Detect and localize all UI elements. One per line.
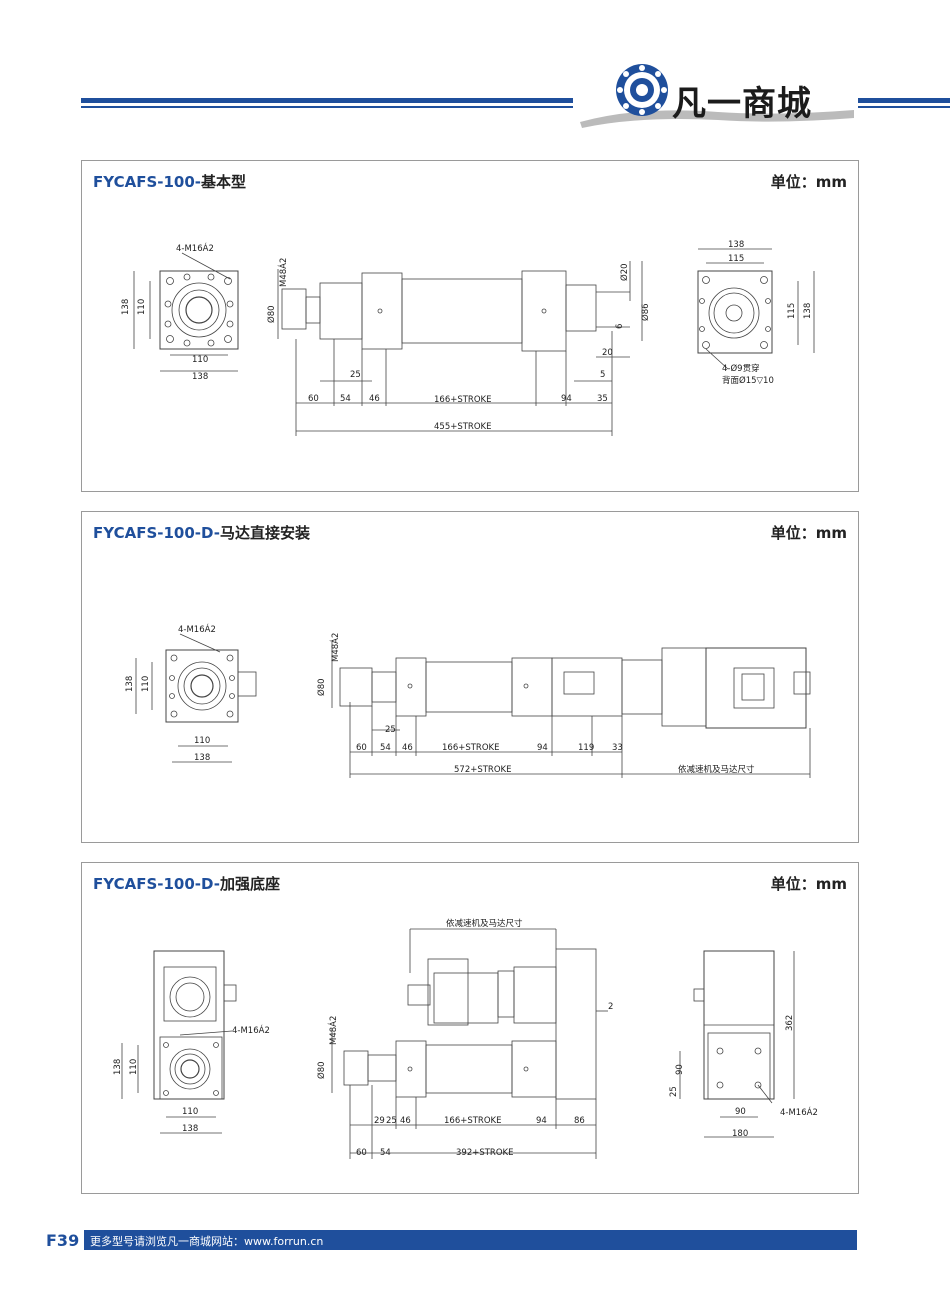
dim-60: 60 [356, 743, 367, 753]
dim-138-bottom: 138 [192, 372, 208, 382]
dim-138-vert: 138 [803, 303, 813, 319]
drawing-panel-motor-direct: 4-M16Á2 138 110 110 138 M48Á2 Ø80 25 60 … [81, 511, 859, 843]
drawing-reinforced-base: 4-M16Á2 138 110 110 138 依减速机及马达尺寸 2 M48Á… [113, 918, 818, 1159]
dim-5: 5 [600, 370, 605, 380]
dim-54: 54 [380, 1148, 391, 1158]
dim-2: 2 [608, 1002, 613, 1012]
dim-54: 54 [340, 394, 351, 404]
dim-94: 94 [536, 1116, 547, 1126]
dim-d86: Ø86 [640, 303, 651, 321]
dim-94: 94 [561, 394, 572, 404]
unit-label: 单位：mm [770, 524, 847, 542]
dim-m48: M48Á2 [277, 258, 289, 287]
page-number: F39 [46, 1231, 80, 1250]
dim-33: 33 [612, 743, 623, 753]
header-bar-left-thin [81, 106, 573, 108]
dim-thread: 4-M16Á2 [178, 623, 216, 635]
dim-110-bottom: 110 [194, 736, 210, 746]
unit-label: 单位：mm [770, 875, 847, 893]
dim-110-left: 110 [141, 676, 151, 692]
panel-title: FYCAFS-100-D-马达直接安装 [93, 524, 310, 542]
dim-110-left: 110 [137, 299, 147, 315]
dim-60: 60 [356, 1148, 367, 1158]
dim-motor-size: 依减速机及马达尺寸 [678, 764, 755, 775]
panel-title: FYCAFS-100-D-加强底座 [93, 875, 280, 893]
dim-d80: Ø80 [266, 305, 277, 323]
unit-label: 单位：mm [770, 173, 847, 191]
dim-166-stroke: 166+STROKE [442, 743, 499, 753]
dim-166-stroke: 166+STROKE [434, 395, 491, 405]
dim-20: 20 [602, 348, 613, 358]
dim-54: 54 [380, 743, 391, 753]
dim-119: 119 [578, 743, 594, 753]
panel-title: FYCAFS-100-基本型 [93, 173, 247, 191]
dim-110-bottom: 110 [182, 1107, 198, 1117]
dim-572-stroke: 572+STROKE [454, 765, 511, 775]
dim-25-vert: 25 [669, 1086, 679, 1097]
dim-d80: Ø80 [316, 678, 327, 696]
dim-90-vert: 90 [675, 1064, 685, 1075]
dim-392-stroke: 392+STROKE [456, 1148, 513, 1158]
dim-90-horz: 90 [735, 1107, 746, 1117]
footer-bar: 更多型号请浏览凡一商城网站：www.forrun.cn [84, 1230, 857, 1250]
dim-138-right: 138 [728, 240, 744, 250]
dim-motor-size: 依减速机及马达尺寸 [446, 918, 523, 929]
dim-138-bottom: 138 [194, 753, 210, 763]
dim-166-stroke: 166+STROKE [444, 1116, 501, 1126]
drawing-motor-direct: 4-M16Á2 138 110 110 138 M48Á2 Ø80 25 60 … [125, 623, 811, 778]
dim-m48: M48Á2 [329, 633, 341, 662]
dim-25: 25 [350, 370, 361, 380]
dim-138-left: 138 [125, 676, 135, 692]
dim-115-right: 115 [728, 254, 744, 264]
drawing-basic: 4-M16Á2 138 110 110 138 M48Á2 Ø80 25 60 … [121, 240, 815, 436]
dim-46: 46 [369, 394, 380, 404]
dim-25: 25 [386, 1116, 397, 1126]
dim-6: 6 [615, 324, 625, 329]
dim-362: 362 [785, 1015, 795, 1031]
hole-note-2: 背面Ø15▽10 [722, 375, 774, 386]
dim-115-vert: 115 [787, 303, 797, 319]
dim-110-bottom: 110 [192, 355, 208, 365]
dim-94: 94 [537, 743, 548, 753]
dim-86: 86 [574, 1116, 585, 1126]
dim-60: 60 [308, 394, 319, 404]
header-bar-right [858, 98, 950, 103]
drawing-panel-basic: 4-M16Á2 138 110 110 138 M48Á2 Ø80 25 60 … [81, 160, 859, 492]
footer-text: 更多型号请浏览凡一商城网站：www.forrun.cn [90, 1235, 324, 1248]
dim-29: 29 [374, 1116, 385, 1126]
header-bar-right-thin [858, 106, 950, 108]
dim-110-left: 110 [129, 1059, 139, 1075]
dim-35: 35 [597, 394, 608, 404]
dim-46: 46 [402, 743, 413, 753]
dim-d20: Ø20 [619, 263, 630, 281]
header-bar-left [81, 98, 573, 103]
dim-180: 180 [732, 1129, 748, 1139]
dim-thread: 4-M16Á2 [176, 242, 214, 254]
dim-46: 46 [400, 1116, 411, 1126]
brand-logo [580, 64, 854, 128]
hole-note-1: 4-Ø9贯穿 [722, 363, 760, 374]
dim-thread: 4-M16Á2 [232, 1024, 270, 1036]
brand-name: 凡一商城 [672, 84, 812, 124]
dim-138-bottom: 138 [182, 1124, 198, 1134]
drawing-panel-reinforced-base: 4-M16Á2 138 110 110 138 依减速机及马达尺寸 2 M48Á… [81, 862, 859, 1194]
dim-138-left: 138 [121, 299, 131, 315]
dim-thread-right: 4-M16Á2 [780, 1106, 818, 1118]
dim-m48: M48Á2 [327, 1016, 339, 1045]
dim-455-stroke: 455+STROKE [434, 422, 491, 432]
dim-25: 25 [385, 725, 396, 735]
dim-138-left: 138 [113, 1059, 123, 1075]
dim-d80: Ø80 [316, 1061, 327, 1079]
